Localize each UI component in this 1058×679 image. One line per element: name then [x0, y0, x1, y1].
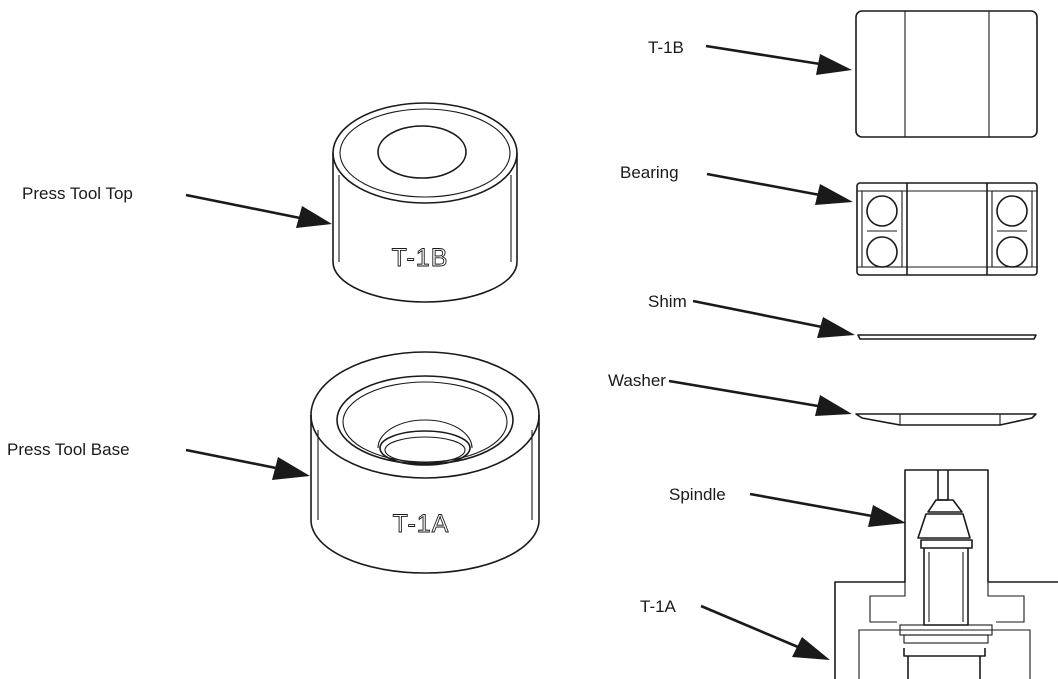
washer-arrowhead [815, 395, 852, 416]
label-shim: Shim [648, 292, 855, 338]
t1a-label: T-1A [640, 597, 677, 616]
label-washer: Washer [608, 371, 852, 416]
label-t1a: T-1A [640, 597, 830, 660]
label-t1b: T-1B [648, 38, 852, 75]
bearing-arrowhead [815, 184, 853, 205]
spindle-arrowhead [868, 505, 906, 527]
t1b-arrowhead [816, 54, 852, 75]
t1b-label: T-1B [648, 38, 684, 57]
press-tool-top-label: Press Tool Top [22, 184, 133, 203]
shim-arrowhead [817, 317, 855, 338]
press-tool-top-marking: T-1B [392, 244, 449, 272]
press-tool-top: T-1B [332, 102, 518, 303]
bearing [856, 182, 1038, 276]
washer [855, 413, 1037, 426]
press-tool-base: T-1A [310, 351, 540, 574]
press-tool-top-arrowhead [296, 206, 332, 228]
spindle-label: Spindle [669, 485, 726, 504]
press-tool-base-arrowhead [272, 457, 310, 480]
washer-label: Washer [608, 371, 666, 390]
t1a-arrowhead [792, 637, 830, 660]
bearing-label: Bearing [620, 163, 679, 182]
label-bearing: Bearing [620, 163, 853, 205]
t1b-block [855, 10, 1038, 138]
spindle-and-t1a [834, 469, 1058, 679]
shim [857, 334, 1037, 340]
press-tool-base-label: Press Tool Base [7, 440, 130, 459]
press-tool-base-marking: T-1A [393, 510, 450, 538]
label-press-tool-top: Press Tool Top [22, 184, 332, 228]
shim-label: Shim [648, 292, 687, 311]
label-spindle: Spindle [669, 485, 906, 527]
label-press-tool-base: Press Tool Base [7, 440, 310, 480]
